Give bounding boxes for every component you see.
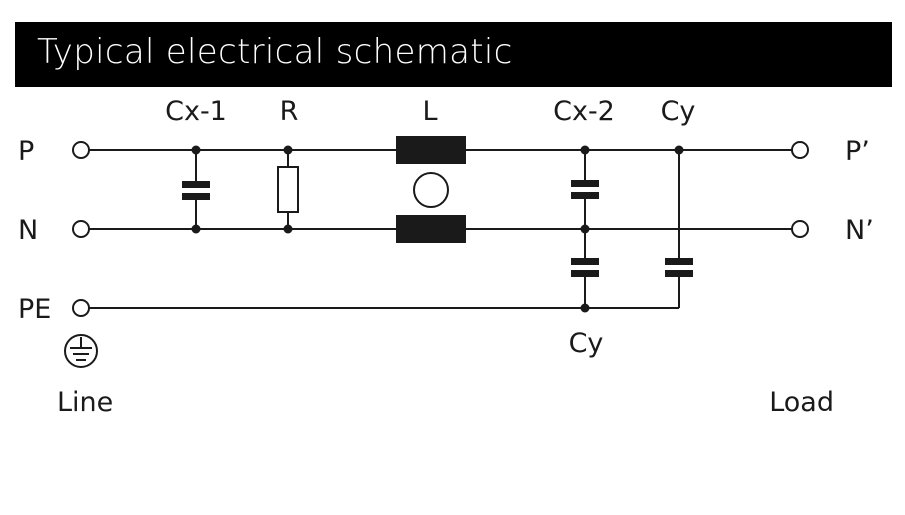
terminal-n-out [791,220,809,238]
capacitor-cx1 [182,150,210,229]
label-n: N [18,215,38,246]
label-cy-bottom: Cy [569,328,604,359]
label-pe: PE [18,294,51,325]
title-bar: Typical electrical schematic [15,22,892,87]
ground-symbol-icon [64,334,98,368]
label-line: Line [57,387,113,418]
label-p: P [18,136,34,167]
terminal-p-in [72,141,90,159]
terminal-n-in [72,220,90,238]
terminal-pe-in [72,299,90,317]
inductor-l [396,136,466,243]
label-n-out: N’ [845,215,874,246]
capacitor-cy-upper [585,150,693,309]
label-l: L [422,96,437,127]
label-cx2: Cx-2 [553,96,615,127]
page-title: Typical electrical schematic [37,32,513,72]
label-load: Load [769,387,834,418]
label-cx1: Cx-1 [165,96,227,127]
capacitor-cy-lower [571,229,599,308]
label-r: R [280,96,299,127]
label-p-out: P’ [845,136,870,167]
junction-dots [191,145,684,313]
label-cy-top: Cy [661,96,696,127]
capacitor-cx2 [571,150,599,229]
resistor-r [277,150,299,229]
terminal-p-out [791,141,809,159]
